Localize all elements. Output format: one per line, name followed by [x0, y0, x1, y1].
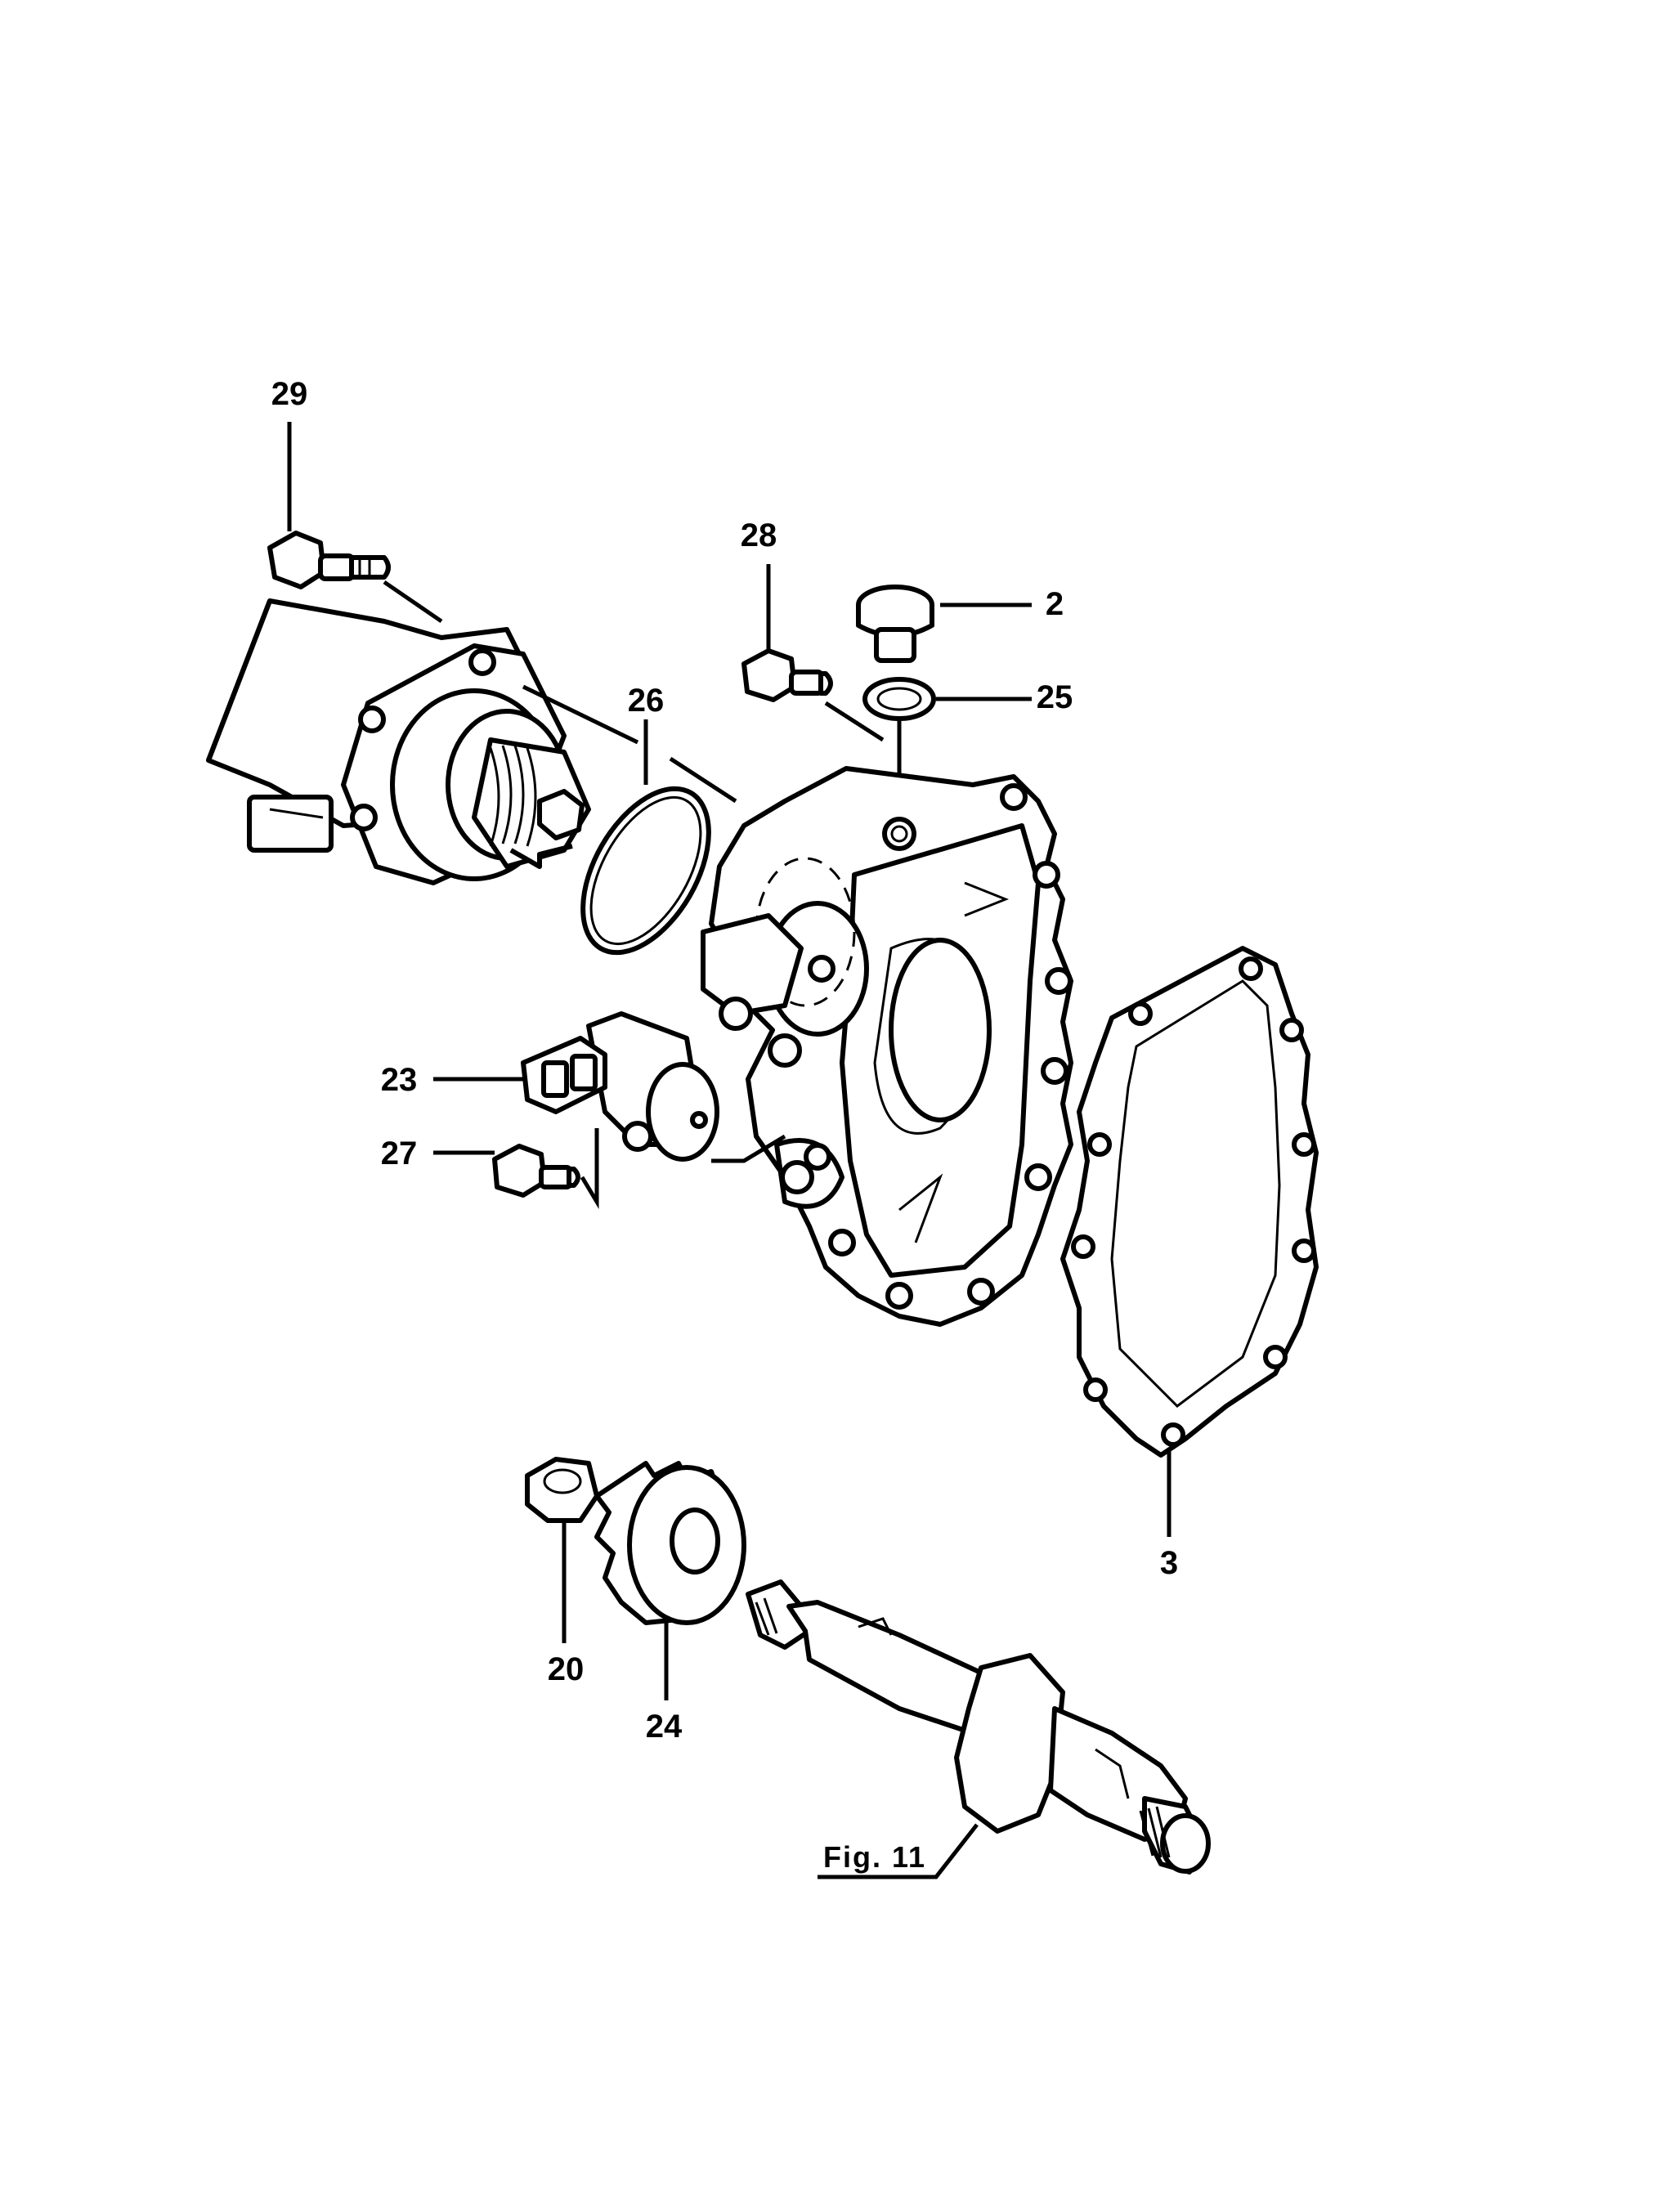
callout-28: 28	[741, 517, 777, 553]
gear-housing	[701, 766, 1073, 1327]
camshaft-shaft	[746, 1579, 1211, 1875]
callout-26: 26	[628, 683, 665, 719]
callout-20: 20	[548, 1651, 585, 1687]
fig-reference-leader	[818, 1823, 979, 1879]
part-25-washer	[862, 677, 936, 721]
callout-25: 25	[1037, 679, 1073, 715]
part-24-gear	[594, 1461, 746, 1625]
pump-coil-spring	[489, 745, 537, 847]
part-3-gasket	[1060, 946, 1319, 1458]
alignment-line-b	[669, 756, 737, 804]
part-2-plug	[856, 585, 934, 663]
part-28-bolt	[741, 648, 833, 702]
part-27-bolt	[492, 1144, 580, 1198]
part-26-o-ring	[580, 786, 711, 956]
callout-27: 27	[381, 1136, 418, 1171]
part-20-nut	[525, 1457, 599, 1523]
leader-29-axis	[383, 580, 443, 624]
pump-housing	[206, 598, 591, 885]
callout-24: 24	[646, 1709, 683, 1745]
callout-2: 2	[1046, 586, 1064, 622]
callout-3: 3	[1160, 1545, 1178, 1581]
part-23-sensor	[521, 1011, 719, 1162]
callout-23: 23	[381, 1062, 418, 1098]
alignment-line-a	[522, 684, 639, 745]
figure-reference-label: Fig. 11	[823, 1840, 926, 1874]
callout-29: 29	[271, 376, 308, 412]
leader-23-axis	[711, 1134, 786, 1163]
leader-27-axis	[580, 1128, 599, 1210]
shaft-thread	[755, 1597, 1171, 1858]
leader-28-axis	[824, 701, 885, 742]
part-29-bolt	[267, 531, 391, 589]
